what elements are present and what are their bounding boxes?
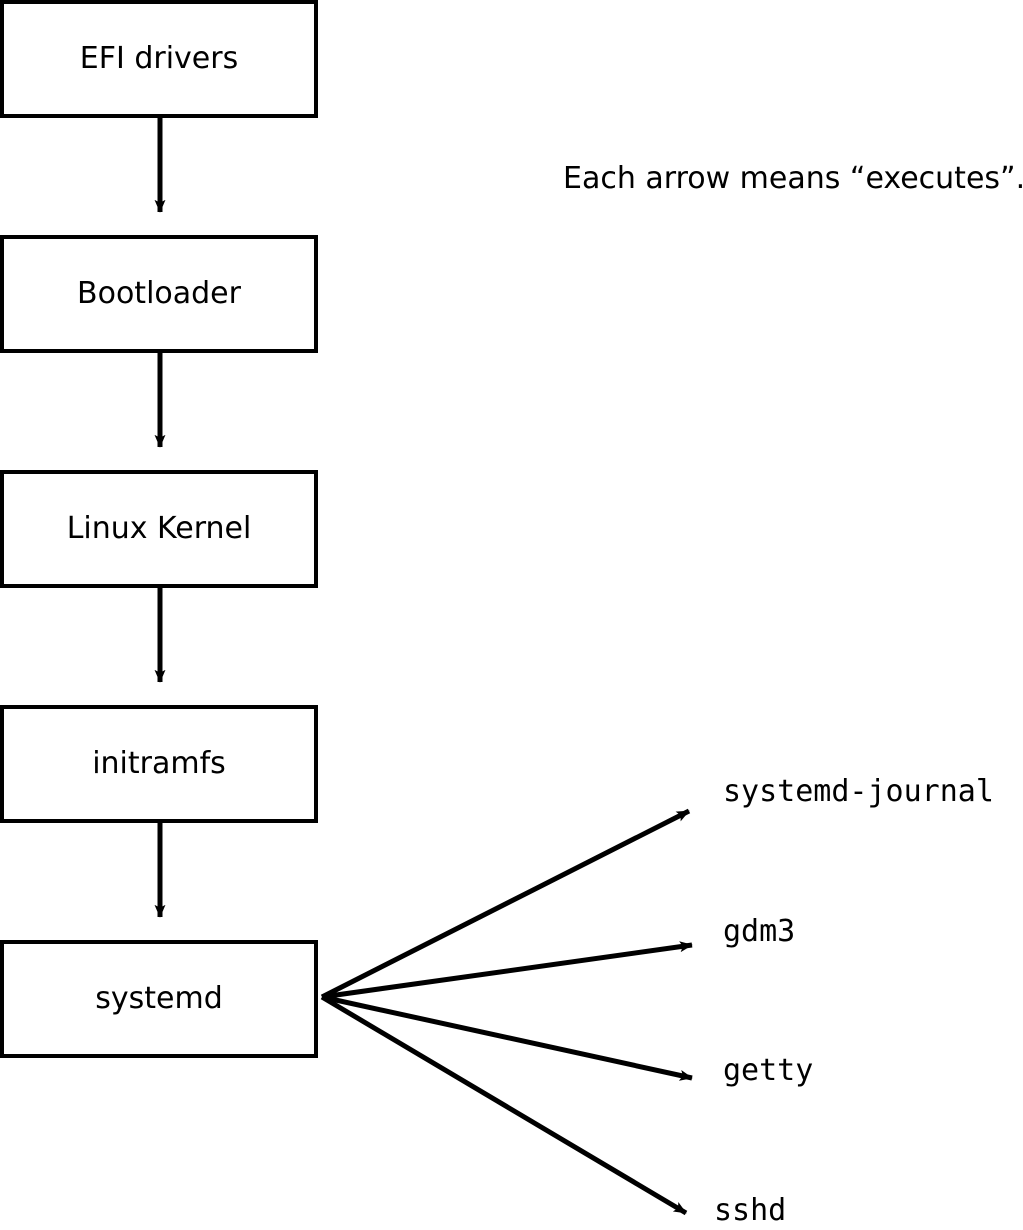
- node-bootloader[interactable]: Bootloader: [0, 235, 318, 353]
- node-systemd[interactable]: systemd: [0, 940, 318, 1058]
- node-efi-drivers[interactable]: EFI drivers: [0, 0, 318, 118]
- node-getty[interactable]: getty: [723, 1053, 814, 1088]
- node-label-linux-kernel: Linux Kernel: [66, 511, 252, 546]
- node-label-systemd: systemd: [95, 981, 223, 1016]
- node-initramfs[interactable]: initramfs: [0, 705, 318, 823]
- edge-systemd-to-gdm3: [321, 941, 693, 1000]
- node-linux-kernel[interactable]: Linux Kernel: [0, 470, 318, 588]
- node-label-bootloader: Bootloader: [77, 276, 241, 311]
- node-systemd-journal[interactable]: systemd-journal: [723, 774, 994, 809]
- node-sshd[interactable]: sshd: [714, 1193, 787, 1228]
- edge-systemd-to-systemd-journal: [320, 808, 691, 1000]
- node-label-initramfs: initramfs: [92, 746, 226, 781]
- fan-edges: [320, 808, 693, 1216]
- edge-systemd-to-getty: [321, 994, 693, 1081]
- node-label-efi-drivers: EFI drivers: [79, 41, 239, 76]
- legend-annotation: Each arrow means “executes”.: [563, 161, 1023, 196]
- node-gdm3[interactable]: gdm3: [723, 914, 796, 949]
- edge-systemd-to-sshd: [320, 994, 688, 1216]
